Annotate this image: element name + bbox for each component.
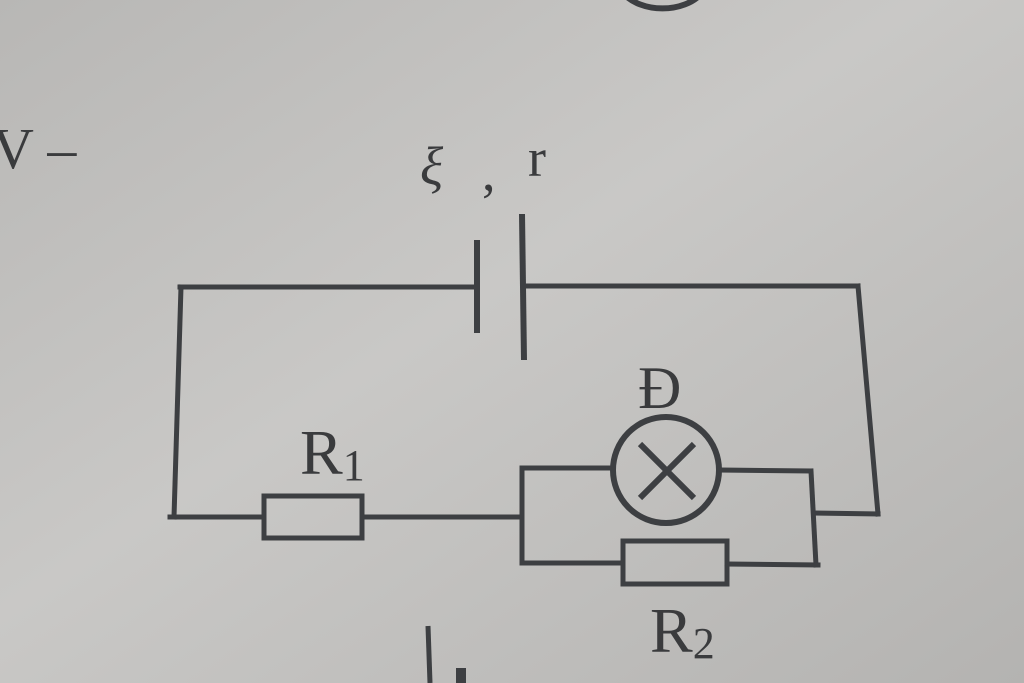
internal-resistance-label: r xyxy=(528,128,546,188)
partial-circle-top xyxy=(626,0,699,12)
lamp-label: Đ xyxy=(638,355,681,421)
wire-lamp-right xyxy=(717,467,813,474)
wire-parallel-right xyxy=(808,468,819,568)
battery xyxy=(474,213,527,361)
lamp-cross-b xyxy=(637,441,697,501)
resistor-r2 xyxy=(620,538,730,587)
resistor-r1 xyxy=(261,493,365,541)
emf-label: ξ xyxy=(420,136,444,196)
margin-text: V – xyxy=(0,116,77,181)
emf-separator: , xyxy=(482,142,496,202)
lamp xyxy=(610,414,722,526)
battery-long-plate xyxy=(519,213,527,361)
r2-label: R2 xyxy=(650,595,715,668)
fragment-mark xyxy=(456,668,466,683)
wire-bottom-right xyxy=(811,510,881,517)
r1-label: R1 xyxy=(300,417,365,490)
wire-r2-right xyxy=(724,561,821,568)
wires xyxy=(167,283,881,568)
wire-right xyxy=(855,283,881,517)
wire-left xyxy=(171,284,184,520)
fragment-line xyxy=(425,625,433,683)
lamp-circle xyxy=(610,414,722,526)
